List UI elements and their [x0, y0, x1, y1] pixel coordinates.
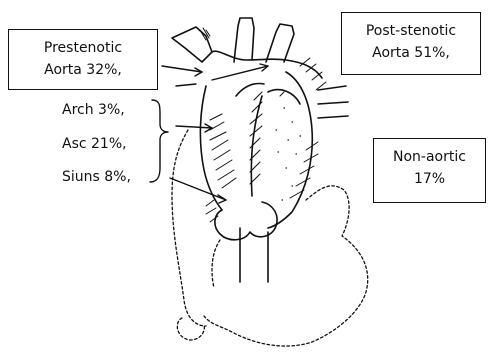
- pulmonary-vessel-upper: [318, 86, 346, 90]
- middle-great-vessel: [234, 18, 254, 62]
- heart-inner-contour: [212, 240, 220, 288]
- arch-label: Arch 3%,: [62, 101, 125, 119]
- nonaortic-label-box: Non-aortic 17%: [373, 138, 486, 203]
- prestenotic-aorta-label-box: Prestenotic Aorta 32%,: [8, 29, 158, 90]
- arrow-sinus: [170, 178, 226, 200]
- arrow-asc: [176, 126, 212, 128]
- right-great-vessel: [266, 24, 294, 62]
- heart-lower-lobe: [177, 318, 204, 340]
- heart-outline: [172, 130, 368, 346]
- sinus-label: Siuns 8%,: [62, 168, 131, 186]
- ascending-label: Asc 21%,: [62, 135, 127, 153]
- poststenotic-aorta-label-box: Post-stenotic Aorta 51%,: [341, 12, 481, 75]
- label-brace: [150, 100, 168, 182]
- arrow-prestenotic-inner: [176, 84, 196, 86]
- pulmonary-vessel-lower: [318, 116, 348, 118]
- nonaortic-line1: Non-aortic: [374, 146, 485, 168]
- wall-hatching: [200, 28, 326, 222]
- nonaortic-line2: 17%: [374, 168, 485, 190]
- aortic-arch: [212, 51, 322, 78]
- poststenotic-line2: Aorta 51%,: [342, 42, 480, 64]
- aorta-stippling: [276, 108, 301, 200]
- prestenotic-line2: Aorta 32%,: [9, 59, 157, 81]
- poststenotic-line1: Post-stenotic: [342, 20, 480, 42]
- pulmonary-vessel-middle: [318, 102, 348, 104]
- prestenotic-line1: Prestenotic: [9, 37, 157, 59]
- arrow-poststenotic: [212, 66, 268, 80]
